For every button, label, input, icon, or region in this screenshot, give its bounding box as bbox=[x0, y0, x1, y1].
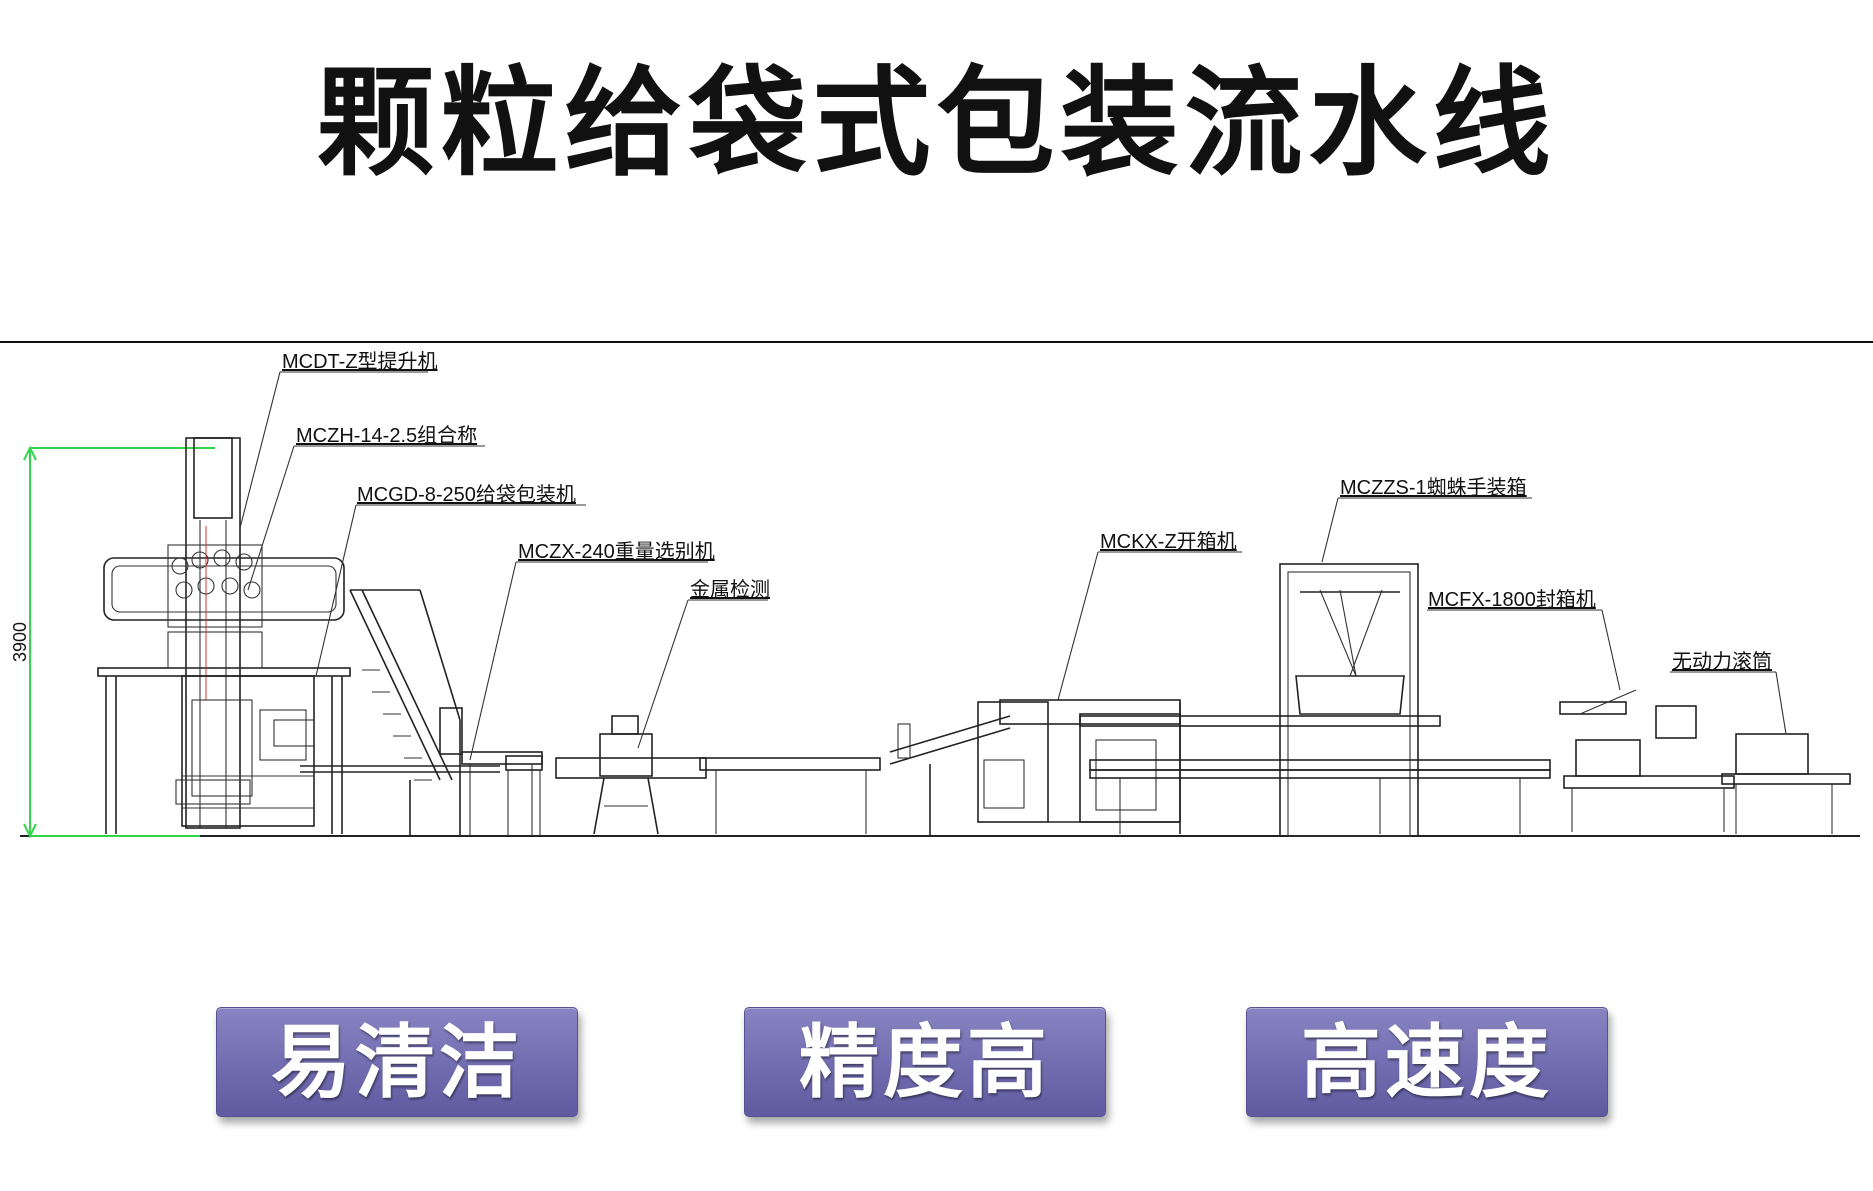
checkweigher bbox=[439, 707, 543, 836]
label-multihead-weigher: MCZH-14-2.5组合称 bbox=[296, 424, 477, 447]
callout-leaders bbox=[239, 371, 1787, 761]
feature-high-precision: 精度高 bbox=[744, 1007, 1106, 1117]
dimension-value: 3900 bbox=[10, 622, 30, 662]
page-title: 颗粒给袋式包装流水线 bbox=[316, 53, 1557, 192]
label-checkweigher: MCZX-240重量选别机 bbox=[518, 540, 715, 563]
inclined-conveyor bbox=[889, 715, 1011, 765]
label-roller-conveyor: 无动力滚筒 bbox=[1672, 650, 1772, 673]
case-erector bbox=[929, 699, 1181, 836]
label-bucket-elevator: MCDT-Z型提升机 bbox=[282, 350, 438, 373]
label-metal-detector: 金属检测 bbox=[690, 578, 770, 601]
label-bag-packer: MCGD-8-250给袋包装机 bbox=[357, 483, 576, 506]
box-conveyor bbox=[1089, 759, 1551, 834]
spider-robot-packer bbox=[1079, 563, 1441, 837]
height-dimension bbox=[23, 445, 215, 839]
roller-conveyor bbox=[1721, 733, 1851, 834]
metal-detector bbox=[555, 715, 881, 835]
feature-high-speed: 高速度 bbox=[1246, 1007, 1608, 1117]
feature-easy-clean: 易清洁 bbox=[216, 1007, 578, 1117]
elevator-weigher-packer bbox=[97, 437, 500, 834]
label-case-erector: MCKX-Z开箱机 bbox=[1100, 530, 1237, 553]
case-sealer bbox=[1559, 689, 1735, 832]
label-case-sealer: MCFX-1800封箱机 bbox=[1428, 588, 1596, 611]
label-spider-packer: MCZZS-1蜘蛛手装箱 bbox=[1340, 476, 1527, 499]
access-stairs bbox=[349, 589, 461, 836]
